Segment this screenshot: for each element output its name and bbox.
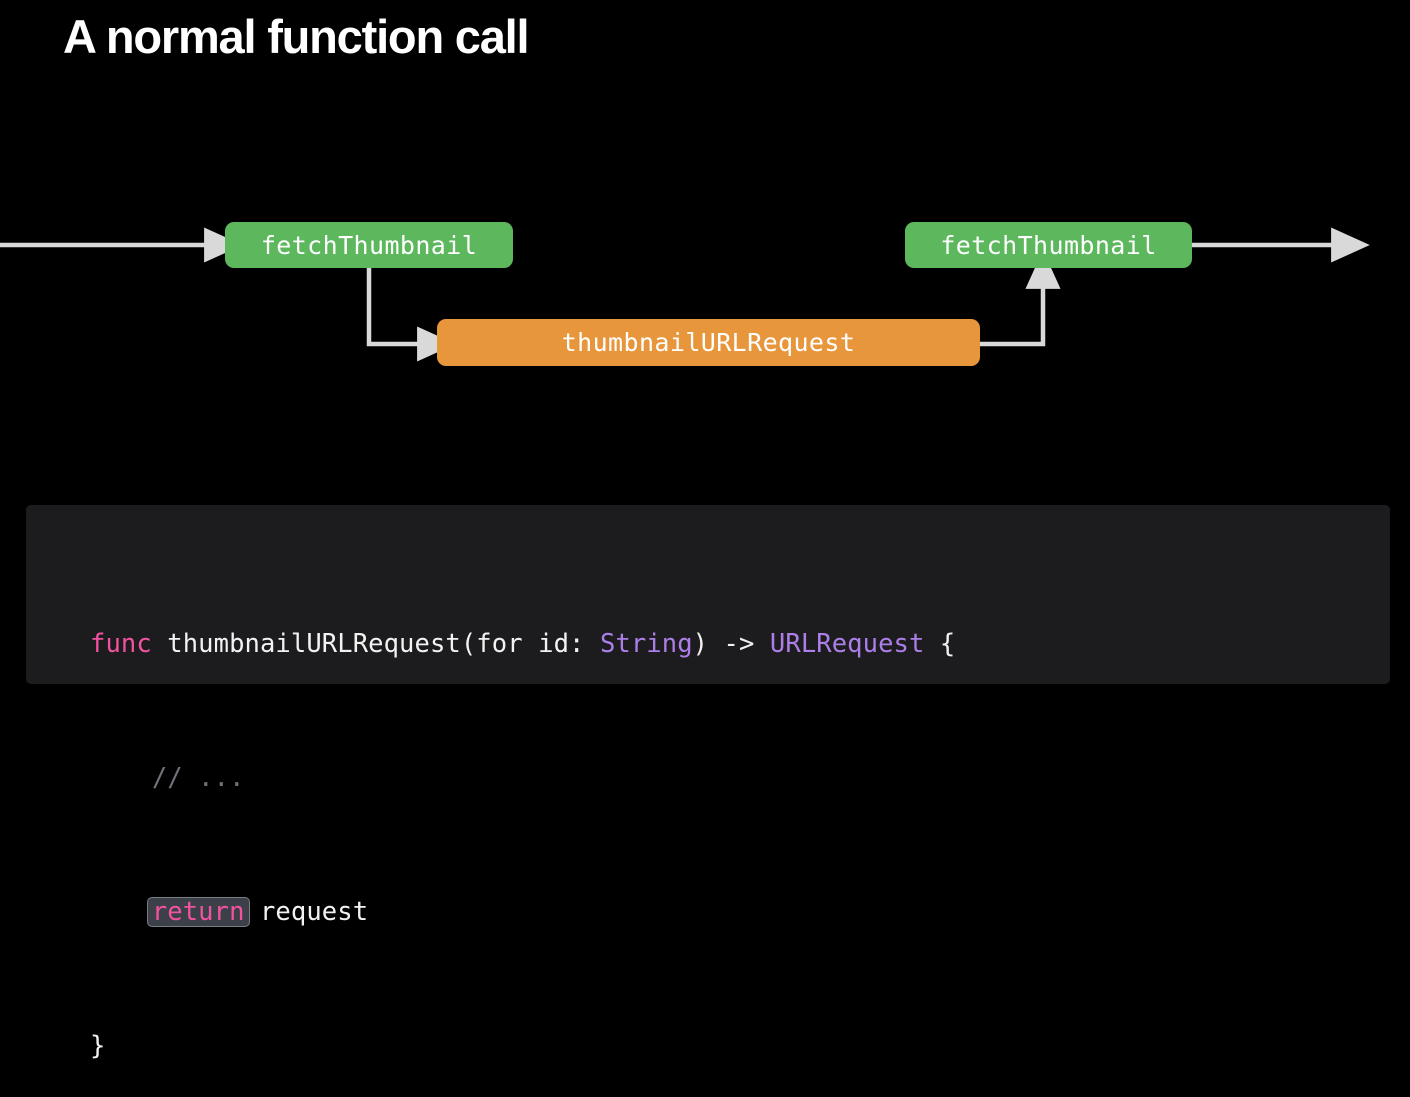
node-fetch-thumbnail-left[interactable]: fetchThumbnail (225, 222, 513, 268)
edge-call-arrow (366, 268, 456, 362)
edge-return-arrow (980, 250, 1061, 347)
code-token-indent (90, 763, 152, 793)
code-token-signature: thumbnailURLRequest(for id: (151, 628, 600, 659)
node-thumbnail-url-request[interactable]: thumbnailURLRequest (437, 319, 980, 366)
code-token-type-string: String (599, 628, 693, 659)
page-title: A normal function call (63, 10, 530, 63)
code-token-keyword-func: func (90, 628, 152, 659)
code-token-open-brace: { (924, 628, 956, 659)
code-line-3: return request (90, 896, 1390, 930)
code-token-comment: // ... (151, 762, 245, 793)
code-token-keyword-return-highlighted: return (146, 896, 250, 927)
diagram-arrows-layer (0, 227, 1370, 362)
code-block: func thumbnailURLRequest(for id: String)… (26, 505, 1390, 1061)
call-flow-diagram: fetchThumbnail thumbnailURLRequest fetch… (0, 0, 1410, 500)
code-token-arrow: ) -> (692, 628, 770, 659)
code-line-2: // ... (90, 762, 1390, 796)
code-token-return-value: request (244, 896, 369, 927)
code-token-type-urlrequest: URLRequest (769, 628, 925, 659)
node-fetch-thumbnail-right[interactable]: fetchThumbnail (905, 222, 1192, 268)
code-line-4: } (90, 1030, 1390, 1064)
code-token-close-brace: } (90, 1030, 106, 1061)
code-line-1: func thumbnailURLRequest(for id: String)… (90, 628, 1390, 662)
code-token-indent (90, 897, 152, 927)
